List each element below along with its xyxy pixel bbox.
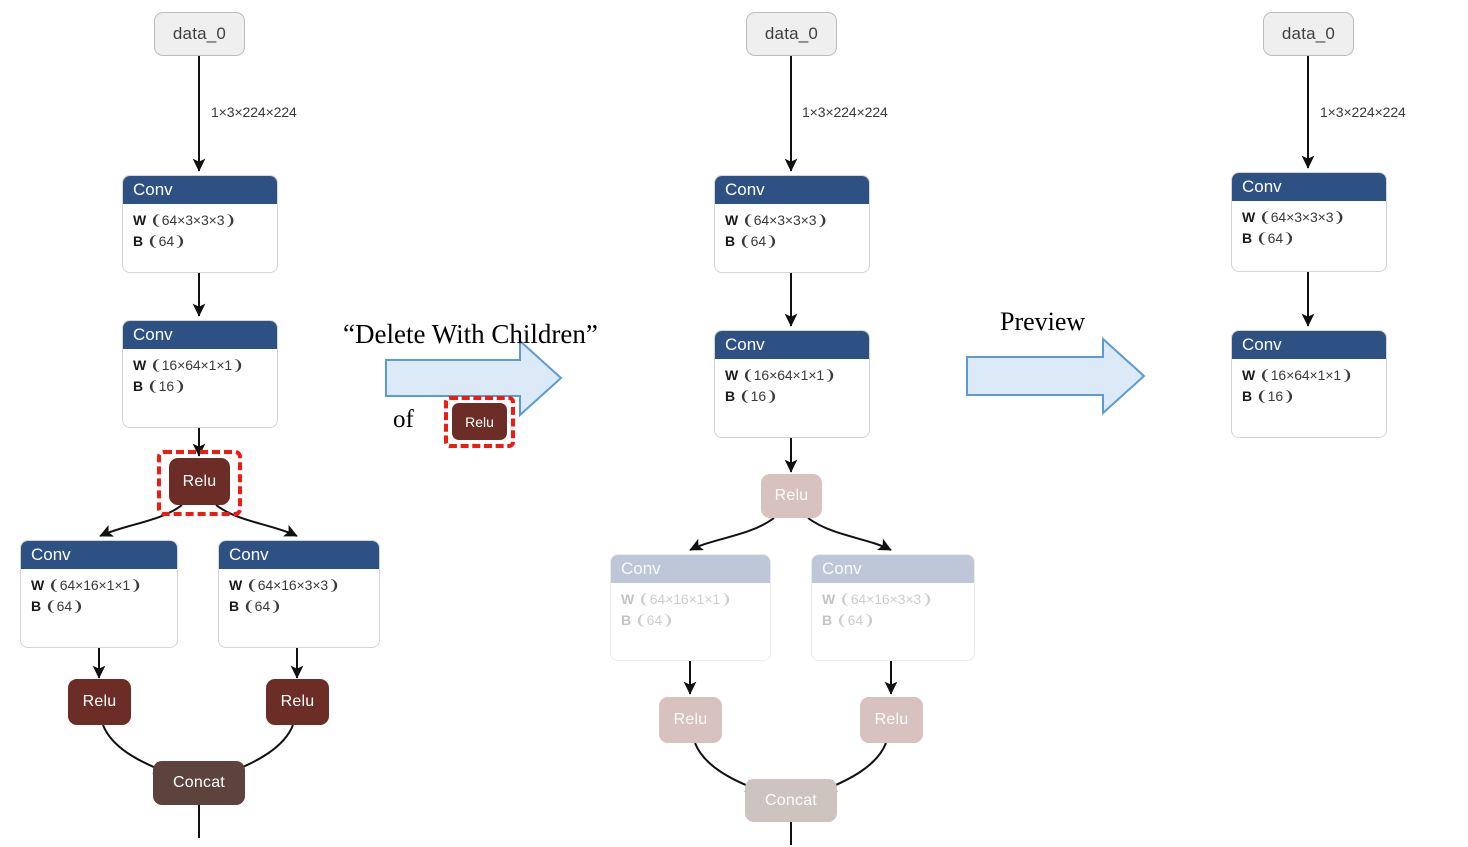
edge-label-input-original: 1×3×224×224 xyxy=(211,104,297,120)
node-data0-marked[interactable]: data_0 xyxy=(746,12,837,56)
node-attr-b: B ❨16❩ xyxy=(725,388,778,405)
node-relu-left-marked[interactable]: Relu xyxy=(659,697,722,743)
node-label: Relu xyxy=(465,413,494,430)
node-data0-original[interactable]: data_0 xyxy=(154,12,245,56)
node-label: Concat xyxy=(173,774,225,791)
node-label: Relu xyxy=(874,711,909,728)
node-label: Relu xyxy=(182,472,217,490)
preview-arrow xyxy=(966,336,1146,416)
node-relu-left-original[interactable]: Relu xyxy=(68,679,131,725)
node-relu-right-original[interactable]: Relu xyxy=(266,679,329,725)
node-relu-selected-original[interactable]: Relu xyxy=(169,458,230,505)
node-attr-b: B ❨64❩ xyxy=(725,233,778,250)
node-attr-w: W ❨64×3×3×3❩ xyxy=(1242,209,1346,226)
node-attr-w: W ❨16×64×1×1❩ xyxy=(1242,367,1353,384)
delete-with-children-label: “Delete With Children” xyxy=(343,319,598,349)
node-attr-w: W ❨64×3×3×3❩ xyxy=(725,212,829,229)
node-label: data_0 xyxy=(172,24,227,43)
node-label: Relu xyxy=(673,711,708,728)
node-title: Conv xyxy=(123,321,277,350)
node-label: Relu xyxy=(82,693,117,710)
node-attr-b: B ❨64❩ xyxy=(133,233,186,250)
node-title: Conv xyxy=(123,176,277,205)
node-conv-4-original[interactable]: Conv W ❨64×16×3×3❩ B ❨64❩ xyxy=(218,540,380,648)
node-data0-result[interactable]: data_0 xyxy=(1263,12,1354,56)
node-conv-4-marked[interactable]: Conv W ❨64×16×3×3❩ B ❨64❩ xyxy=(811,554,975,661)
node-conv-1-marked[interactable]: Conv W ❨64×3×3×3❩ B ❨64❩ xyxy=(714,175,870,273)
node-attr-w: W ❨16×64×1×1❩ xyxy=(725,367,836,384)
node-attr-w: W ❨16×64×1×1❩ xyxy=(133,357,244,374)
node-conv-2-original[interactable]: Conv W ❨16×64×1×1❩ B ❨16❩ xyxy=(122,320,278,428)
node-title: Conv xyxy=(21,541,177,570)
node-attr-b: B ❨64❩ xyxy=(621,612,674,629)
node-relu-right-marked[interactable]: Relu xyxy=(860,697,923,743)
node-attr-w: W ❨64×3×3×3❩ xyxy=(133,212,237,229)
node-title: Conv xyxy=(715,176,869,205)
node-concat-marked[interactable]: Concat xyxy=(745,779,837,822)
node-conv-1-result[interactable]: Conv W ❨64×3×3×3❩ B ❨64❩ xyxy=(1231,172,1387,272)
node-title: Conv xyxy=(715,331,869,360)
node-label: data_0 xyxy=(1281,24,1336,43)
node-title: Conv xyxy=(219,541,379,570)
node-conv-3-original[interactable]: Conv W ❨64×16×1×1❩ B ❨64❩ xyxy=(20,540,178,648)
node-attr-b: B ❨16❩ xyxy=(133,378,186,395)
preview-label: Preview xyxy=(1000,307,1086,336)
node-title: Conv xyxy=(812,555,974,584)
node-attr-w: W ❨64×16×3×3❩ xyxy=(229,577,340,594)
node-conv-2-marked[interactable]: Conv W ❨16×64×1×1❩ B ❨16❩ xyxy=(714,330,870,438)
node-attr-b: B ❨64❩ xyxy=(822,612,875,629)
node-attr-b: B ❨64❩ xyxy=(229,598,282,615)
node-attr-b: B ❨64❩ xyxy=(31,598,84,615)
node-attr-b: B ❨64❩ xyxy=(1242,230,1295,247)
node-label: data_0 xyxy=(764,24,819,43)
of-label: of xyxy=(393,406,414,433)
node-attr-w: W ❨64×16×1×1❩ xyxy=(31,577,142,594)
node-label: Relu xyxy=(280,693,315,710)
node-label: Relu xyxy=(774,487,809,504)
edge-label-input-result: 1×3×224×224 xyxy=(1320,104,1406,120)
node-attr-b: B ❨16❩ xyxy=(1242,388,1295,405)
node-conv-1-original[interactable]: Conv W ❨64×3×3×3❩ B ❨64❩ xyxy=(122,175,278,273)
node-attr-w: W ❨64×16×1×1❩ xyxy=(621,591,732,608)
node-concat-original[interactable]: Concat xyxy=(153,761,245,805)
node-title: Conv xyxy=(611,555,770,584)
node-title: Conv xyxy=(1232,173,1386,202)
node-conv-3-marked[interactable]: Conv W ❨64×16×1×1❩ B ❨64❩ xyxy=(610,554,771,661)
node-title: Conv xyxy=(1232,331,1386,360)
node-label: Concat xyxy=(765,791,817,809)
node-attr-w: W ❨64×16×3×3❩ xyxy=(822,591,933,608)
node-conv-2-result[interactable]: Conv W ❨16×64×1×1❩ B ❨16❩ xyxy=(1231,330,1387,438)
node-relu-deleted-marked[interactable]: Relu xyxy=(761,474,822,518)
edge-label-input-marked: 1×3×224×224 xyxy=(802,104,888,120)
annotation-relu-chip[interactable]: Relu xyxy=(452,403,507,440)
